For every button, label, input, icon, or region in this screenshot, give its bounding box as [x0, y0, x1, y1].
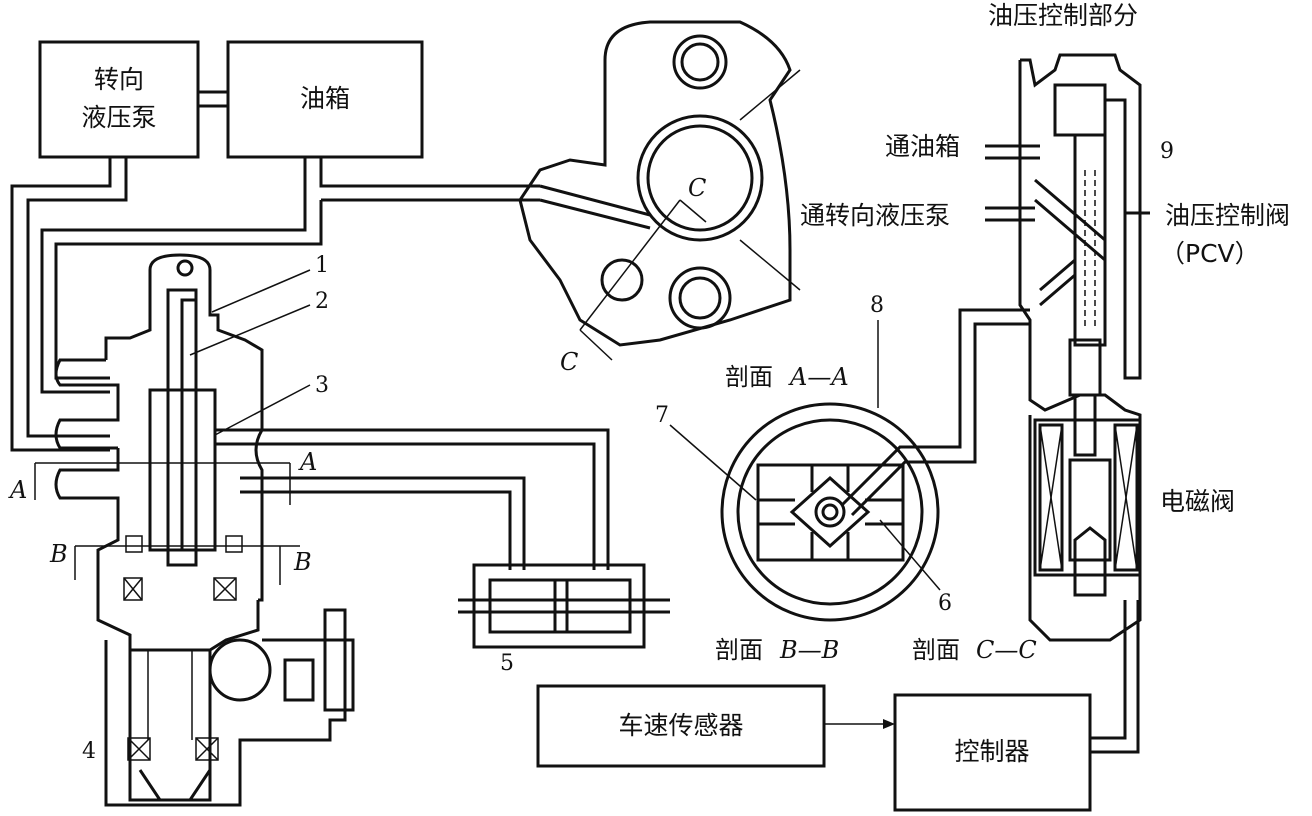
reaction-chamber-section: 7 8 6 — [655, 293, 1030, 622]
section-captions: 剖面 A—A 剖面 B—B 剖面 C—C — [715, 363, 1037, 664]
oil-tank-box: 油箱 — [226, 40, 424, 159]
pipes-left — [10, 157, 540, 452]
pressure-section-title: 油压控制部分 — [988, 1, 1138, 30]
pressure-control-unit: 油压控制部分 通油箱 通转向液压泵 9 油压控制阀 （PCV） 电磁阀 — [800, 1, 1290, 642]
pcv-label-2: （PCV） — [1160, 239, 1260, 268]
label-a-left: A — [8, 476, 27, 504]
label-c-bottom: C — [560, 348, 578, 376]
label-2: 2 — [315, 289, 329, 314]
label-7: 7 — [655, 403, 669, 428]
label-9: 9 — [1160, 139, 1174, 164]
solenoid-label: 电磁阀 — [1160, 487, 1235, 516]
oil-tank-label: 油箱 — [300, 84, 350, 113]
steering-pump-box: 转向 液压泵 — [38, 40, 200, 159]
power-cylinder: 5 — [458, 563, 670, 676]
label-5: 5 — [500, 651, 514, 676]
speed-sensor-label: 车速传感器 — [618, 711, 743, 740]
signal-lines — [824, 600, 1140, 754]
label-3: 3 — [315, 373, 329, 398]
controller-label: 控制器 — [954, 737, 1029, 766]
caption-cc-suffix: C—C — [976, 636, 1037, 664]
controller-box: 控制器 — [893, 693, 1092, 812]
label-8: 8 — [870, 293, 884, 318]
steering-pump-label-2: 液压泵 — [81, 103, 156, 132]
label-4: 4 — [82, 739, 96, 764]
caption-cc-prefix: 剖面 — [912, 636, 960, 664]
caption-aa-prefix: 剖面 — [725, 363, 773, 391]
section-markers-left: A A B B — [8, 448, 317, 585]
speed-sensor-box: 车速传感器 — [536, 684, 826, 768]
label-a-right: A — [298, 448, 317, 476]
label-b-right: B — [293, 548, 312, 576]
to-tank-label: 通油箱 — [885, 132, 960, 161]
steering-pump-label-1: 转向 — [94, 65, 144, 94]
rotary-valve-body — [54, 253, 355, 807]
caption-bb-suffix: B—B — [779, 636, 839, 664]
label-1: 1 — [315, 253, 329, 278]
caption-aa-suffix: A—A — [788, 363, 849, 391]
label-c-top: C — [688, 174, 706, 202]
label-6: 6 — [938, 591, 952, 616]
pump-tank-connector — [198, 90, 228, 108]
section-c-c-view: C C — [518, 20, 801, 376]
to-pump-label: 通转向液压泵 — [800, 201, 950, 230]
label-b-left: B — [49, 540, 68, 568]
pcv-label-1: 油压控制阀 — [1165, 201, 1290, 230]
caption-bb-prefix: 剖面 — [715, 636, 763, 664]
cylinder-pipes — [215, 428, 610, 570]
leaders-left: 1 2 3 4 — [82, 253, 329, 764]
